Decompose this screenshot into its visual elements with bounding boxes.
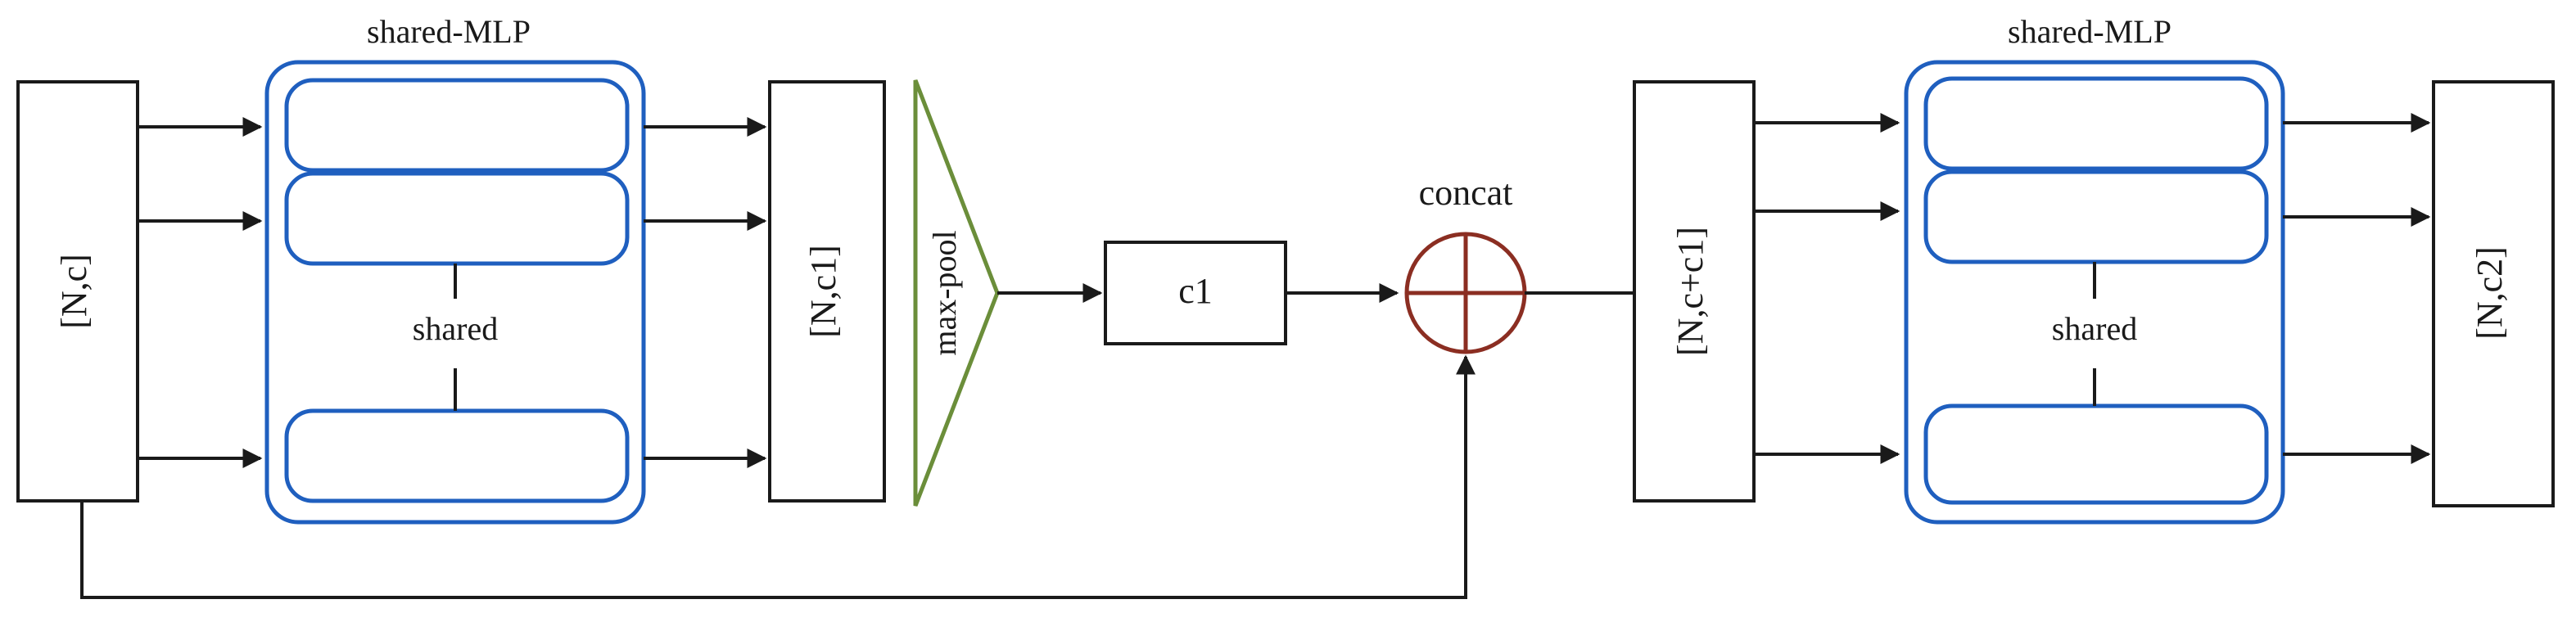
mlp-1-shared-label: shared xyxy=(413,310,498,347)
output-2-tensor-box xyxy=(2432,80,2555,507)
shared-mlp-2-title: shared-MLP xyxy=(2008,13,2172,50)
shared-mlp-1-container xyxy=(264,60,646,525)
pooled-feature-box xyxy=(1104,241,1287,345)
output-2-tensor-label: [N,c2] xyxy=(2470,246,2510,340)
output-1-tensor-box xyxy=(768,80,886,503)
skip-connection-input-to-concat xyxy=(80,354,1476,599)
concat-output-tensor-box xyxy=(1633,80,1756,503)
pooled-feature-label: c1 xyxy=(1178,271,1213,311)
input-tensor-box xyxy=(16,80,139,503)
maxpool-triangle xyxy=(913,79,1000,507)
output-1-tensor-label: [N,c1] xyxy=(803,245,843,338)
shared-mlp-1-title: shared-MLP xyxy=(367,13,531,50)
input-tensor-label: [N,c] xyxy=(54,254,94,329)
mlp-1-layer-n xyxy=(284,408,630,503)
mlp-1-layer-2 xyxy=(284,171,630,266)
mlp-2-layer-2 xyxy=(1923,169,2269,264)
mlp-2-shared-label: shared xyxy=(2052,310,2137,347)
mlp-2-layer-1 xyxy=(1923,76,2269,171)
maxpool-label: max-pool xyxy=(926,230,963,355)
concat-label: concat xyxy=(1419,173,1513,213)
shared-mlp-2-container xyxy=(1904,60,2285,525)
mlp-2-layer-n xyxy=(1923,403,2269,505)
mlp-1-layer-1 xyxy=(284,78,630,173)
concat-output-tensor-label: [N,c+c1] xyxy=(1670,227,1711,356)
